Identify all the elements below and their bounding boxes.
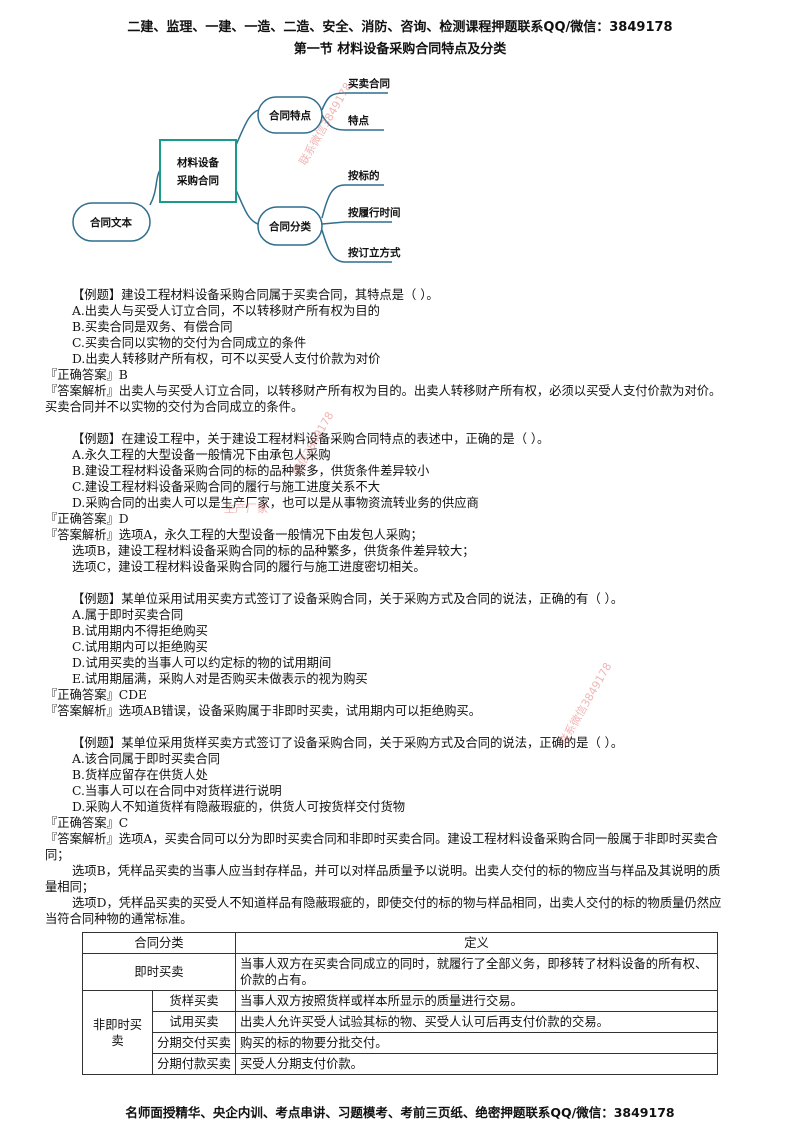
mm-link-leaf-4	[321, 229, 392, 263]
question-4-option: A.该合同属于即时买卖合同	[72, 752, 221, 766]
question-3-option: B.试用期内不得拒绝购买	[72, 624, 208, 638]
table-cell-type: 即时买卖	[82, 953, 236, 991]
watermark: 生产厂家	[224, 502, 268, 515]
question-2-answer: 『正确答案』D	[45, 512, 129, 526]
footer-banner: 名师面授精华、央企内训、考点串讲、习题模考、考前三页纸、绝密押题联系QQ/微信：…	[125, 1105, 675, 1120]
question-3-answer: 『正确答案』CDE	[45, 688, 148, 702]
mm-branch-bottom-label: 合同分类	[268, 220, 311, 233]
table-cell-type: 货样买卖	[152, 990, 236, 1012]
question-3-analysis: 『答案解析』选项AB错误，设备采购属于非即时买卖，试用期内可以拒绝购买。	[45, 704, 482, 718]
question-1-analysis: 买卖合同并不以实物的交付为合同成立的条件。	[45, 400, 304, 414]
mm-branch-top-label: 合同特点	[268, 109, 311, 122]
question-4-answer: 『正确答案』C	[45, 816, 129, 830]
question-1-option: A.出卖人与买受人订立合同，不以转移财产所有权为目的	[72, 304, 380, 318]
question-2-analysis: 『答案解析』选项A，永久工程的大型设备一般情况下由发包人采购；	[45, 528, 423, 542]
mm-link-leaf-0	[321, 92, 388, 111]
mm-link-leaf-3	[321, 221, 392, 225]
mm-leaf-label: 按订立方式	[348, 246, 401, 259]
table-cell-def: 出卖人允许买受人试验其标的物、买受人认可后再支付价款的交易。	[235, 1011, 718, 1033]
table-cell-def: 买受人分期支付价款。	[235, 1053, 718, 1075]
table-cell-group: 非即时买卖	[82, 990, 153, 1075]
table-row: 试用买卖 出卖人允许买受人试验其标的物、买受人认可后再支付价款的交易。	[83, 1011, 718, 1033]
table-cell-def: 当事人双方在买卖合同成立的同时，就履行了全部义务，即移转了材料设备的所有权、价款…	[235, 953, 718, 991]
question-4-analysis: 量相同；	[45, 880, 95, 894]
question-3-option: D.试用买卖的当事人可以约定标的物的试用期间	[72, 656, 332, 670]
question-1-option: B.买卖合同是双务、有偿合同	[72, 320, 233, 334]
question-2-stem: 【例题】在建设工程中，关于建设工程材料设备采购合同特点的表述中，正确的是（ ）。	[72, 432, 550, 446]
mm-branch-top	[257, 96, 323, 134]
table-cell-def: 当事人双方按照货样或样本所显示的质量进行交易。	[235, 990, 718, 1012]
mm-leaf-label: 特点	[348, 114, 369, 127]
question-2-option: B.建设工程材料设备采购合同的标的品种繁多，供货条件差异较小	[72, 464, 430, 478]
question-4-stem: 【例题】某单位采用货样买卖方式签订了设备采购合同，关于采购方式及合同的说法，正确…	[72, 736, 624, 750]
mm-center-label-2: 采购合同	[176, 174, 219, 187]
mm-link-leaf-2	[321, 184, 384, 219]
question-2-analysis: 选项C，建设工程材料设备采购合同的履行与施工进度密切相关。	[72, 560, 426, 574]
mm-link-bottom	[235, 189, 259, 225]
question-4-analysis: 当符合同种物的通常标准。	[45, 912, 193, 926]
header-banner: 二建、监理、一建、一造、二造、安全、消防、咨询、检测课程押题联系QQ/微信：38…	[127, 20, 673, 35]
mm-left-label: 合同文本	[89, 216, 132, 229]
table-cell-type: 分期交付买卖	[152, 1032, 236, 1054]
mm-leaf-label: 买卖合同	[348, 77, 390, 90]
question-1-option: D.出卖人转移财产所有权，可不以买受人支付价款为对价	[72, 352, 381, 366]
table-header-cell: 定义	[235, 932, 718, 954]
mm-link-left	[149, 169, 161, 206]
mm-center-label-1: 材料设备	[176, 156, 219, 169]
question-1-option: C.买卖合同以实物的交付为合同成立的条件	[72, 336, 307, 350]
mm-leaf-label: 按履行时间	[348, 206, 401, 219]
table-cell-type: 分期付款买卖	[152, 1053, 236, 1075]
question-2-analysis: 选项B，建设工程材料设备采购合同的标的品种繁多，供货条件差异较大；	[72, 544, 475, 558]
section-title: 第一节 材料设备采购合同特点及分类	[293, 42, 507, 57]
table-cell-def: 购买的标的物要分批交付。	[235, 1032, 718, 1054]
question-4-analysis: 选项B，凭样品买卖的当事人应当封存样品，并可以对样品质量予以说明。出卖人交付的标…	[72, 864, 721, 878]
question-2-option: D.采购合同的出卖人可以是生产厂家，也可以是从事物资流转业务的供应商	[72, 496, 479, 510]
question-3-option: A.属于即时买卖合同	[72, 608, 184, 622]
question-4-option: D.采购人不知道货样有隐蔽瑕疵的，供货人可按货样交付货物	[72, 800, 406, 814]
question-1-analysis: 『答案解析』出卖人与买受人订立合同，以转移财产所有权为目的。出卖人转移财产所有权…	[45, 384, 722, 398]
contract-type-table: 合同分类 定义 即时买卖 当事人双方在买卖合同成立的同时，就履行了全部义务，即移…	[82, 932, 718, 1075]
question-1-answer: 『正确答案』B	[45, 368, 128, 382]
question-1-stem: 【例题】建设工程材料设备采购合同属于买卖合同，其特点是（ ）。	[72, 288, 439, 302]
mm-link-top	[235, 109, 259, 146]
question-4-option: C.当事人可以在合同中对货样进行说明	[72, 784, 282, 798]
mm-leaf-label: 按标的	[348, 169, 380, 182]
question-4-analysis: 『答案解析』选项A，买卖合同可以分为即时买卖合同和非即时买卖合同。建设工程材料设…	[45, 832, 718, 846]
table-row: 即时买卖 当事人双方在买卖合同成立的同时，就履行了全部义务，即移转了材料设备的所…	[82, 953, 718, 991]
mm-branch-bottom	[257, 206, 323, 246]
table-row: 分期交付买卖 购买的标的物要分批交付。	[83, 1032, 718, 1054]
question-2-option: C.建设工程材料设备采购合同的履行与施工进度关系不大	[72, 480, 381, 494]
table-cell-type: 试用买卖	[152, 1011, 236, 1033]
question-3-stem: 【例题】某单位采用试用买卖方式签订了设备采购合同，关于采购方式及合同的说法，正确…	[72, 592, 624, 606]
question-4-option: B.货样应留存在供货人处	[72, 768, 208, 782]
table-row: 分期付款买卖 买受人分期支付价款。	[83, 1053, 718, 1075]
question-2-option: A.永久工程的大型设备一般情况下由承包人采购	[72, 448, 331, 462]
table-row: 非即时买卖 货样买卖 当事人双方按照货样或样本所显示的质量进行交易。	[82, 990, 718, 1075]
mindmap: 合同文本 材料设备 采购合同 合同特点 合同分类 买卖合同 特点 按标的 按履行…	[72, 77, 401, 263]
table-header-row: 合同分类 定义	[82, 932, 718, 954]
table-header-cell: 合同分类	[82, 932, 236, 954]
question-4-analysis: 选项D，凭样品买卖的买受人不知道样品有隐蔽瑕疵的，即使交付的标的物与样品相同，出…	[72, 896, 722, 910]
mm-link-leaf-1	[321, 114, 384, 131]
question-3-option: E.试用期届满，采购人对是否购买未做表示的视为购买	[72, 672, 368, 686]
mm-center-node	[159, 139, 237, 203]
question-4-analysis: 同；	[45, 848, 70, 862]
mm-left-node	[72, 202, 151, 242]
question-3-option: C.试用期内可以拒绝购买	[72, 640, 208, 654]
